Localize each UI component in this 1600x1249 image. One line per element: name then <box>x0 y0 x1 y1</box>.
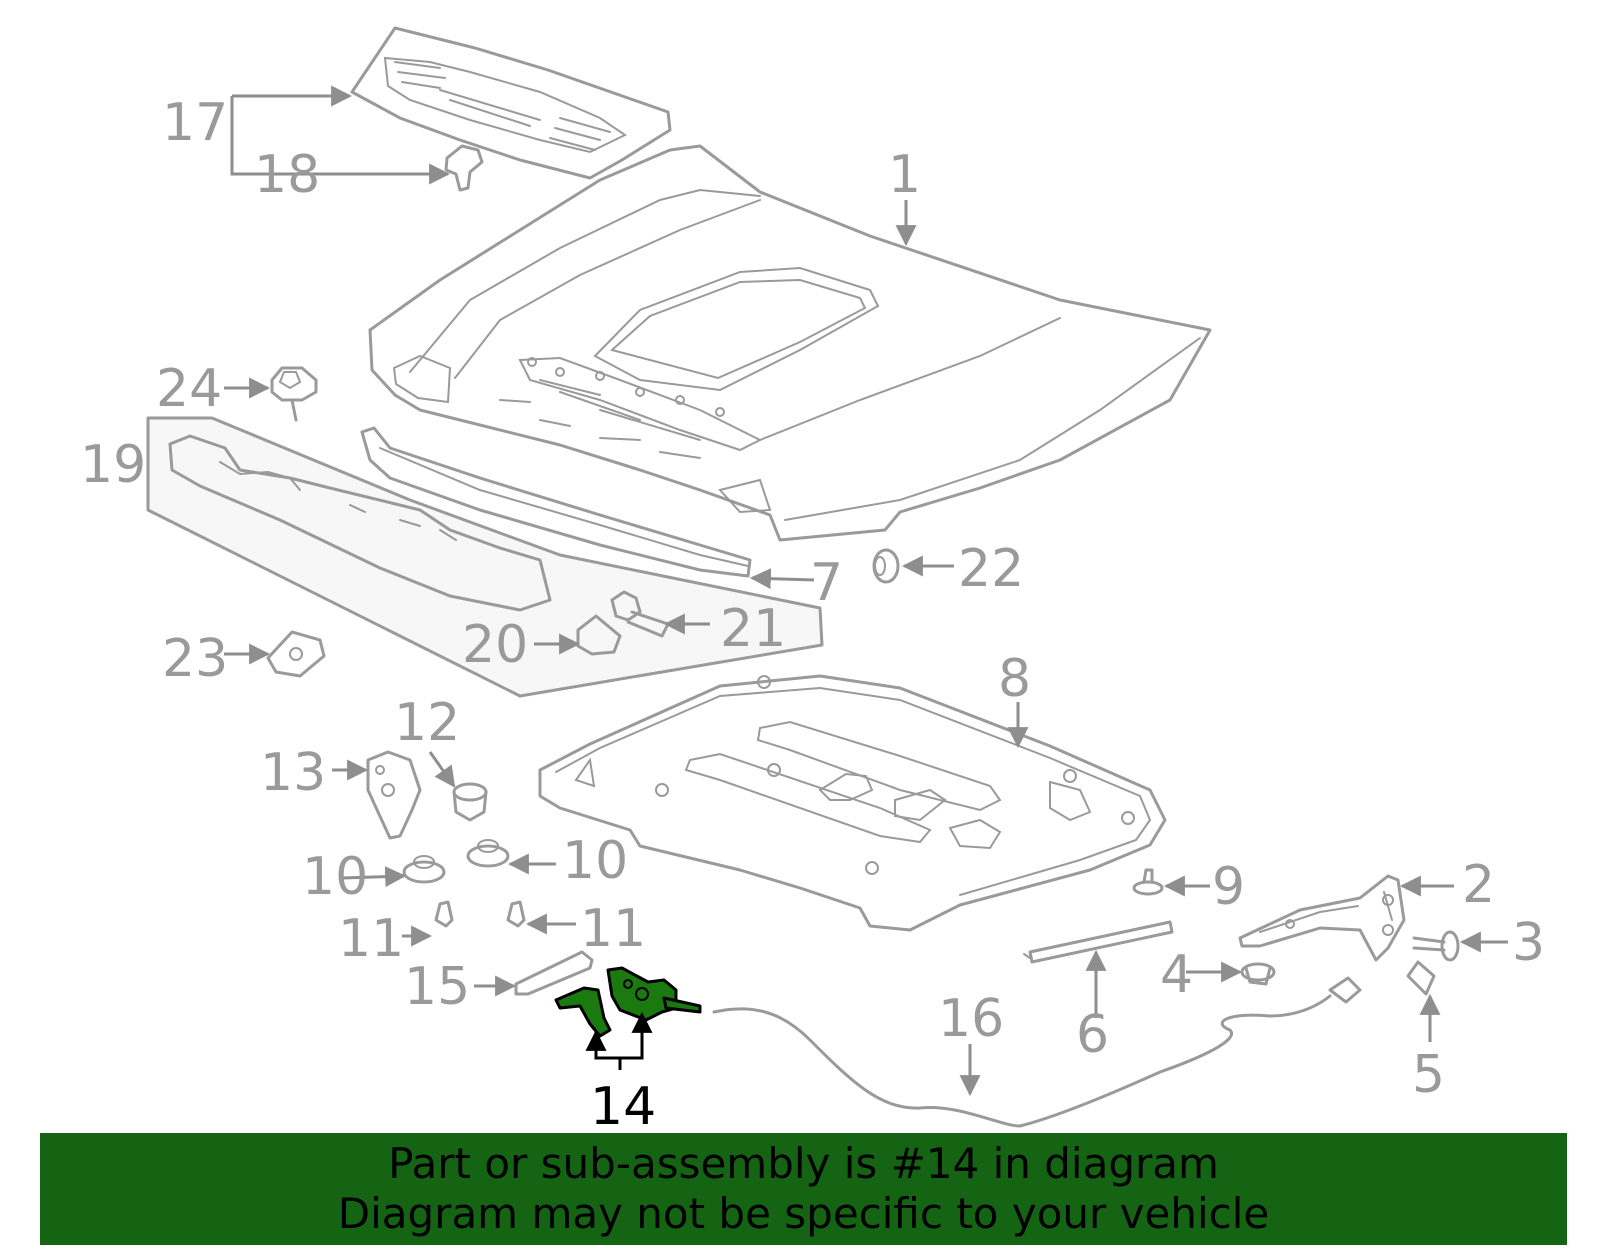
banner-line-2: Diagram may not be specific to your vehi… <box>337 1189 1270 1238</box>
callout-22: 22 <box>958 539 1024 599</box>
part-14-latch-assembly <box>554 966 702 1038</box>
part-5-nut-plate <box>1406 960 1436 996</box>
callout-17: 17 <box>162 93 228 153</box>
part-23-clip-nut <box>266 630 326 678</box>
callout-9: 9 <box>1212 857 1245 917</box>
callout-19: 19 <box>80 435 146 495</box>
callout-24: 24 <box>156 359 222 419</box>
part-3-bolt <box>1412 930 1460 962</box>
part-10-bumper-left <box>402 855 446 884</box>
callout-8: 8 <box>998 649 1031 709</box>
part-17-hood-scoop <box>350 26 672 180</box>
banner-line-1: Part or sub-assembly is #14 in diagram <box>388 1139 1219 1188</box>
callout-16: 16 <box>938 989 1004 1049</box>
callout-11-right: 11 <box>580 899 646 959</box>
part-16-release-cable <box>712 976 1362 1128</box>
info-banner: Part or sub-assembly is #14 in diagram D… <box>40 1133 1567 1245</box>
callout-10-right: 10 <box>562 831 628 891</box>
callout-14: 14 <box>590 1077 656 1137</box>
callout-labels: 1 2 3 4 5 6 7 8 9 10 10 11 11 12 13 14 1… <box>80 93 1545 1137</box>
part-11-cap-left <box>434 900 454 928</box>
callout-3: 3 <box>1512 913 1545 973</box>
callout-20: 20 <box>462 615 528 675</box>
part-11-cap-right <box>506 900 526 928</box>
part-13-bracket <box>366 750 422 840</box>
callout-6: 6 <box>1076 1005 1109 1065</box>
part-2-hinge <box>1238 874 1406 962</box>
callout-18: 18 <box>254 145 320 205</box>
part-24-bolt <box>270 366 318 422</box>
callout-5: 5 <box>1412 1045 1445 1105</box>
part-8-underhood-panel <box>538 674 1167 932</box>
part-12-bumper <box>452 782 488 822</box>
callout-4: 4 <box>1160 945 1193 1005</box>
callout-7: 7 <box>810 553 843 613</box>
part-1-hood <box>368 144 1212 542</box>
part-6-prop-rod <box>1023 920 1174 964</box>
part-22-nut <box>872 548 900 584</box>
leader-lines <box>224 85 1508 1097</box>
callout-12: 12 <box>394 693 460 753</box>
callout-1: 1 <box>888 145 921 205</box>
part-4-grommet <box>1240 962 1276 986</box>
part-7-weatherstrip <box>360 426 752 578</box>
part-18-clip <box>444 144 484 192</box>
callout-15: 15 <box>404 957 470 1017</box>
callout-10-left: 10 <box>302 847 368 907</box>
part-9-push-pin <box>1132 868 1164 896</box>
part-10-bumper-right <box>466 839 510 868</box>
callout-2: 2 <box>1462 855 1495 915</box>
callout-11-left: 11 <box>338 909 404 969</box>
callout-23: 23 <box>162 629 228 689</box>
callout-13: 13 <box>260 743 326 803</box>
part-19-insulator <box>146 416 824 698</box>
callout-21: 21 <box>720 599 786 659</box>
